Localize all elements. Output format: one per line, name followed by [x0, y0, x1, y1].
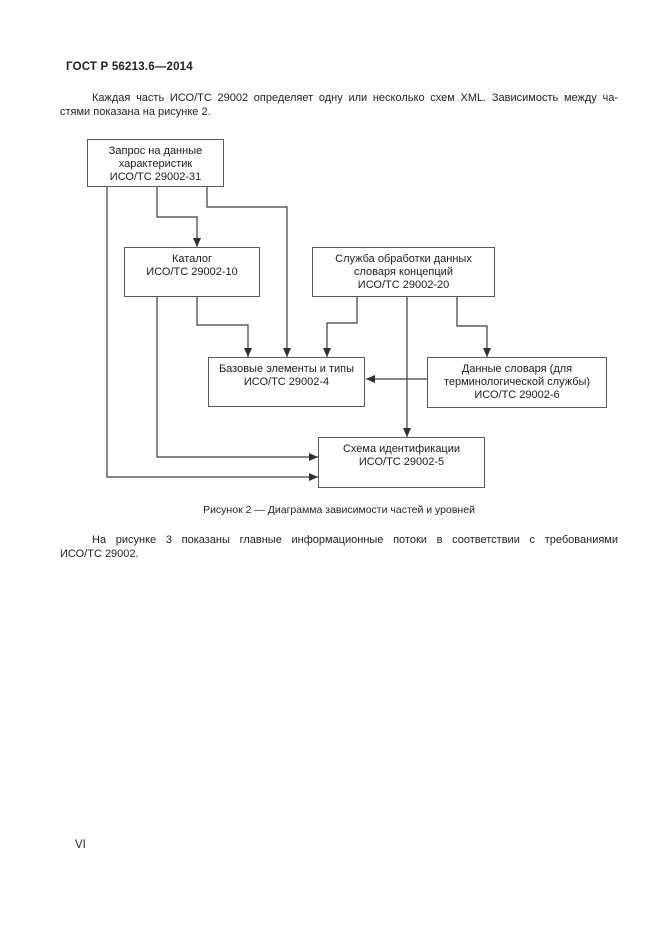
diagram-box-catalog: Каталог ИСО/ТС 29002-10 — [124, 247, 260, 297]
arrow-catalog-to-basic — [196, 297, 252, 357]
diagram-box-basic-elements: Базовые элементы и типы ИСО/ТС 29002-4 — [208, 357, 365, 407]
page-number: VI — [75, 839, 86, 851]
diagram-box-request: Запрос на данные характеристик ИСО/ТС 29… — [87, 139, 224, 187]
diagram-box-identification-scheme: Схема идентификации ИСО/ТС 29002-5 — [318, 437, 485, 488]
arrow-request-to-catalog — [156, 187, 201, 247]
arrow-service-to-dictionary — [456, 297, 491, 357]
diagram-box-dictionary-data: Данные словаря (для терминологической сл… — [427, 357, 607, 408]
figure-caption: Рисунок 2 — Диаграмма зависимости частей… — [203, 504, 475, 516]
paragraph-line: На рисунке 3 показаны главные информацио… — [92, 534, 618, 546]
arrow-service-to-basic — [323, 297, 358, 357]
document-header: ГОСТ Р 56213.6—2014 — [66, 61, 193, 73]
arrow-request-to-identification — [106, 187, 318, 481]
paragraph-line: стями показана на рисунке 2. — [60, 106, 211, 118]
paragraph-line: ИСО/ТС 29002. — [60, 548, 139, 560]
paragraph-1: Каждая часть ИСО/ТС 29002 определяет одн… — [60, 91, 618, 119]
diagram-box-service: Служба обработки данных словаря концепци… — [312, 247, 495, 297]
paragraph-2: На рисунке 3 показаны главные информацио… — [60, 533, 618, 561]
paragraph-line: Каждая часть ИСО/ТС 29002 определяет одн… — [92, 92, 618, 104]
